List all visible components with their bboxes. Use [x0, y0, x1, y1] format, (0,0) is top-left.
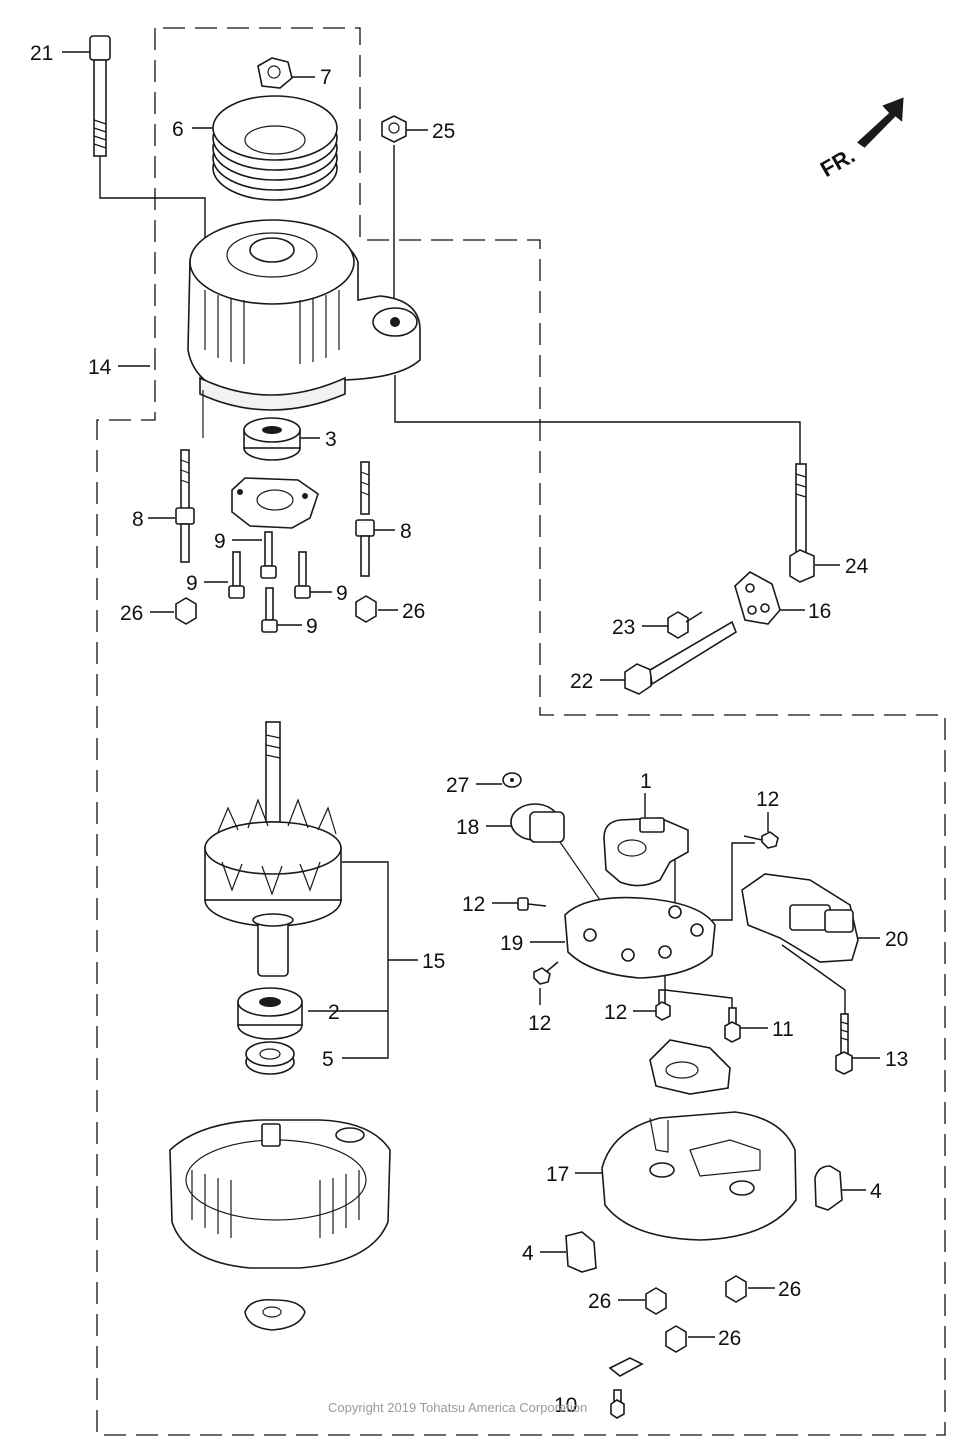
callout-4-left: 4 — [522, 1242, 534, 1265]
link-plate — [608, 1357, 644, 1377]
callout-3: 3 — [325, 428, 337, 451]
callout-18: 18 — [456, 816, 479, 839]
callout-12-top: 12 — [756, 788, 779, 811]
callout-6: 6 — [172, 118, 184, 141]
bolt-24 — [789, 463, 815, 583]
screw-11 — [724, 1007, 741, 1043]
long-bolt-21 — [89, 35, 111, 157]
assembly-boundary-lines — [96, 27, 946, 1436]
leader-lines — [62, 51, 880, 1338]
callout-9-a: 9 — [214, 530, 226, 553]
callout-26-a: 26 — [120, 602, 143, 625]
screw-10 — [610, 1389, 625, 1419]
callout-12-bottom-mid: 12 — [604, 1001, 627, 1024]
callout-7: 7 — [320, 66, 332, 89]
callout-13: 13 — [885, 1048, 908, 1071]
screw-12-top — [743, 831, 779, 849]
front-direction-arrow-icon — [857, 97, 904, 148]
pulley-6 — [212, 95, 338, 201]
callout-26-d: 26 — [778, 1278, 801, 1301]
rear-cover-17 — [601, 1111, 797, 1241]
nut-26-lower-right — [725, 1275, 747, 1303]
callout-9-b: 9 — [186, 572, 198, 595]
callout-24: 24 — [845, 555, 869, 578]
callout-2: 2 — [328, 1001, 340, 1024]
nut-26-left — [175, 597, 197, 625]
bearing-3 — [243, 417, 301, 461]
callout-20: 20 — [885, 928, 908, 951]
callout-26-e: 26 — [718, 1327, 741, 1350]
bearing-retainer-plate — [231, 477, 319, 529]
callout-15: 15 — [422, 950, 445, 973]
callout-9-d: 9 — [306, 615, 318, 638]
screw-9d — [261, 587, 278, 633]
callout-19: 19 — [500, 932, 523, 955]
bolt-22 — [624, 620, 737, 695]
spacer-washer — [244, 1298, 306, 1331]
callout-12-bottom-left: 12 — [528, 1012, 551, 1035]
callout-23: 23 — [612, 616, 635, 639]
bolt-23 — [667, 611, 703, 639]
terminal-cover-4-right — [814, 1165, 843, 1211]
nut-25 — [381, 115, 407, 143]
callout-26-c: 26 — [588, 1290, 611, 1313]
plate-16 — [734, 571, 781, 625]
callout-11: 11 — [772, 1018, 794, 1041]
drive-end-housing — [187, 219, 421, 438]
nut-26-lower-left — [645, 1287, 667, 1315]
callout-8-right: 8 — [400, 520, 412, 543]
callout-22: 22 — [570, 670, 593, 693]
bearing-2 — [237, 987, 303, 1040]
regulator-1 — [603, 817, 689, 887]
callout-8-left: 8 — [132, 508, 144, 531]
copyright-notice: Copyright 2019 Tohatsu America Corporati… — [328, 1400, 587, 1415]
callout-4-right: 4 — [870, 1180, 882, 1203]
screw-13 — [835, 1013, 853, 1075]
screw-12-left — [517, 897, 547, 911]
screw-27 — [502, 772, 522, 788]
screw-9c — [294, 551, 311, 599]
insulator-housing — [649, 1039, 731, 1095]
callout-16: 16 — [808, 600, 831, 623]
screw-12-bottom-left — [533, 961, 559, 985]
callout-5: 5 — [322, 1048, 334, 1071]
callout-10: 10 — [554, 1394, 577, 1417]
callout-14: 14 — [88, 356, 112, 379]
callout-27: 27 — [446, 774, 469, 797]
callout-1: 1 — [640, 770, 652, 793]
nut-26-lower-bottom — [665, 1325, 687, 1353]
callout-9-c: 9 — [336, 582, 348, 605]
connector-terminal-18 — [510, 803, 601, 901]
brush-holder-20 — [741, 873, 859, 963]
terminal-cover-4-left — [565, 1231, 597, 1273]
callout-21: 21 — [30, 42, 53, 65]
screw-9b — [228, 551, 245, 599]
direction-label: FR. — [816, 143, 859, 182]
rotor-assembly-15 — [204, 721, 342, 977]
callout-labels: 21 7 6 25 14 3 8 8 9 9 9 9 26 26 24 16 2… — [30, 42, 908, 1417]
rear-end-frame — [169, 1119, 391, 1269]
parts — [89, 35, 904, 1419]
screw-9a — [260, 531, 277, 579]
rectifier-19 — [564, 896, 716, 979]
stud-bolt-8-left — [175, 449, 195, 563]
collar-5 — [245, 1041, 295, 1075]
callout-12-left: 12 — [462, 893, 485, 916]
pulley-nut-7 — [257, 57, 293, 89]
stud-bolt-8-right — [355, 461, 375, 577]
callout-17: 17 — [546, 1163, 569, 1186]
screw-12-bottom-mid — [655, 989, 671, 1021]
callout-25: 25 — [432, 120, 455, 143]
callout-26-b: 26 — [402, 600, 425, 623]
nut-26-right — [355, 595, 377, 623]
